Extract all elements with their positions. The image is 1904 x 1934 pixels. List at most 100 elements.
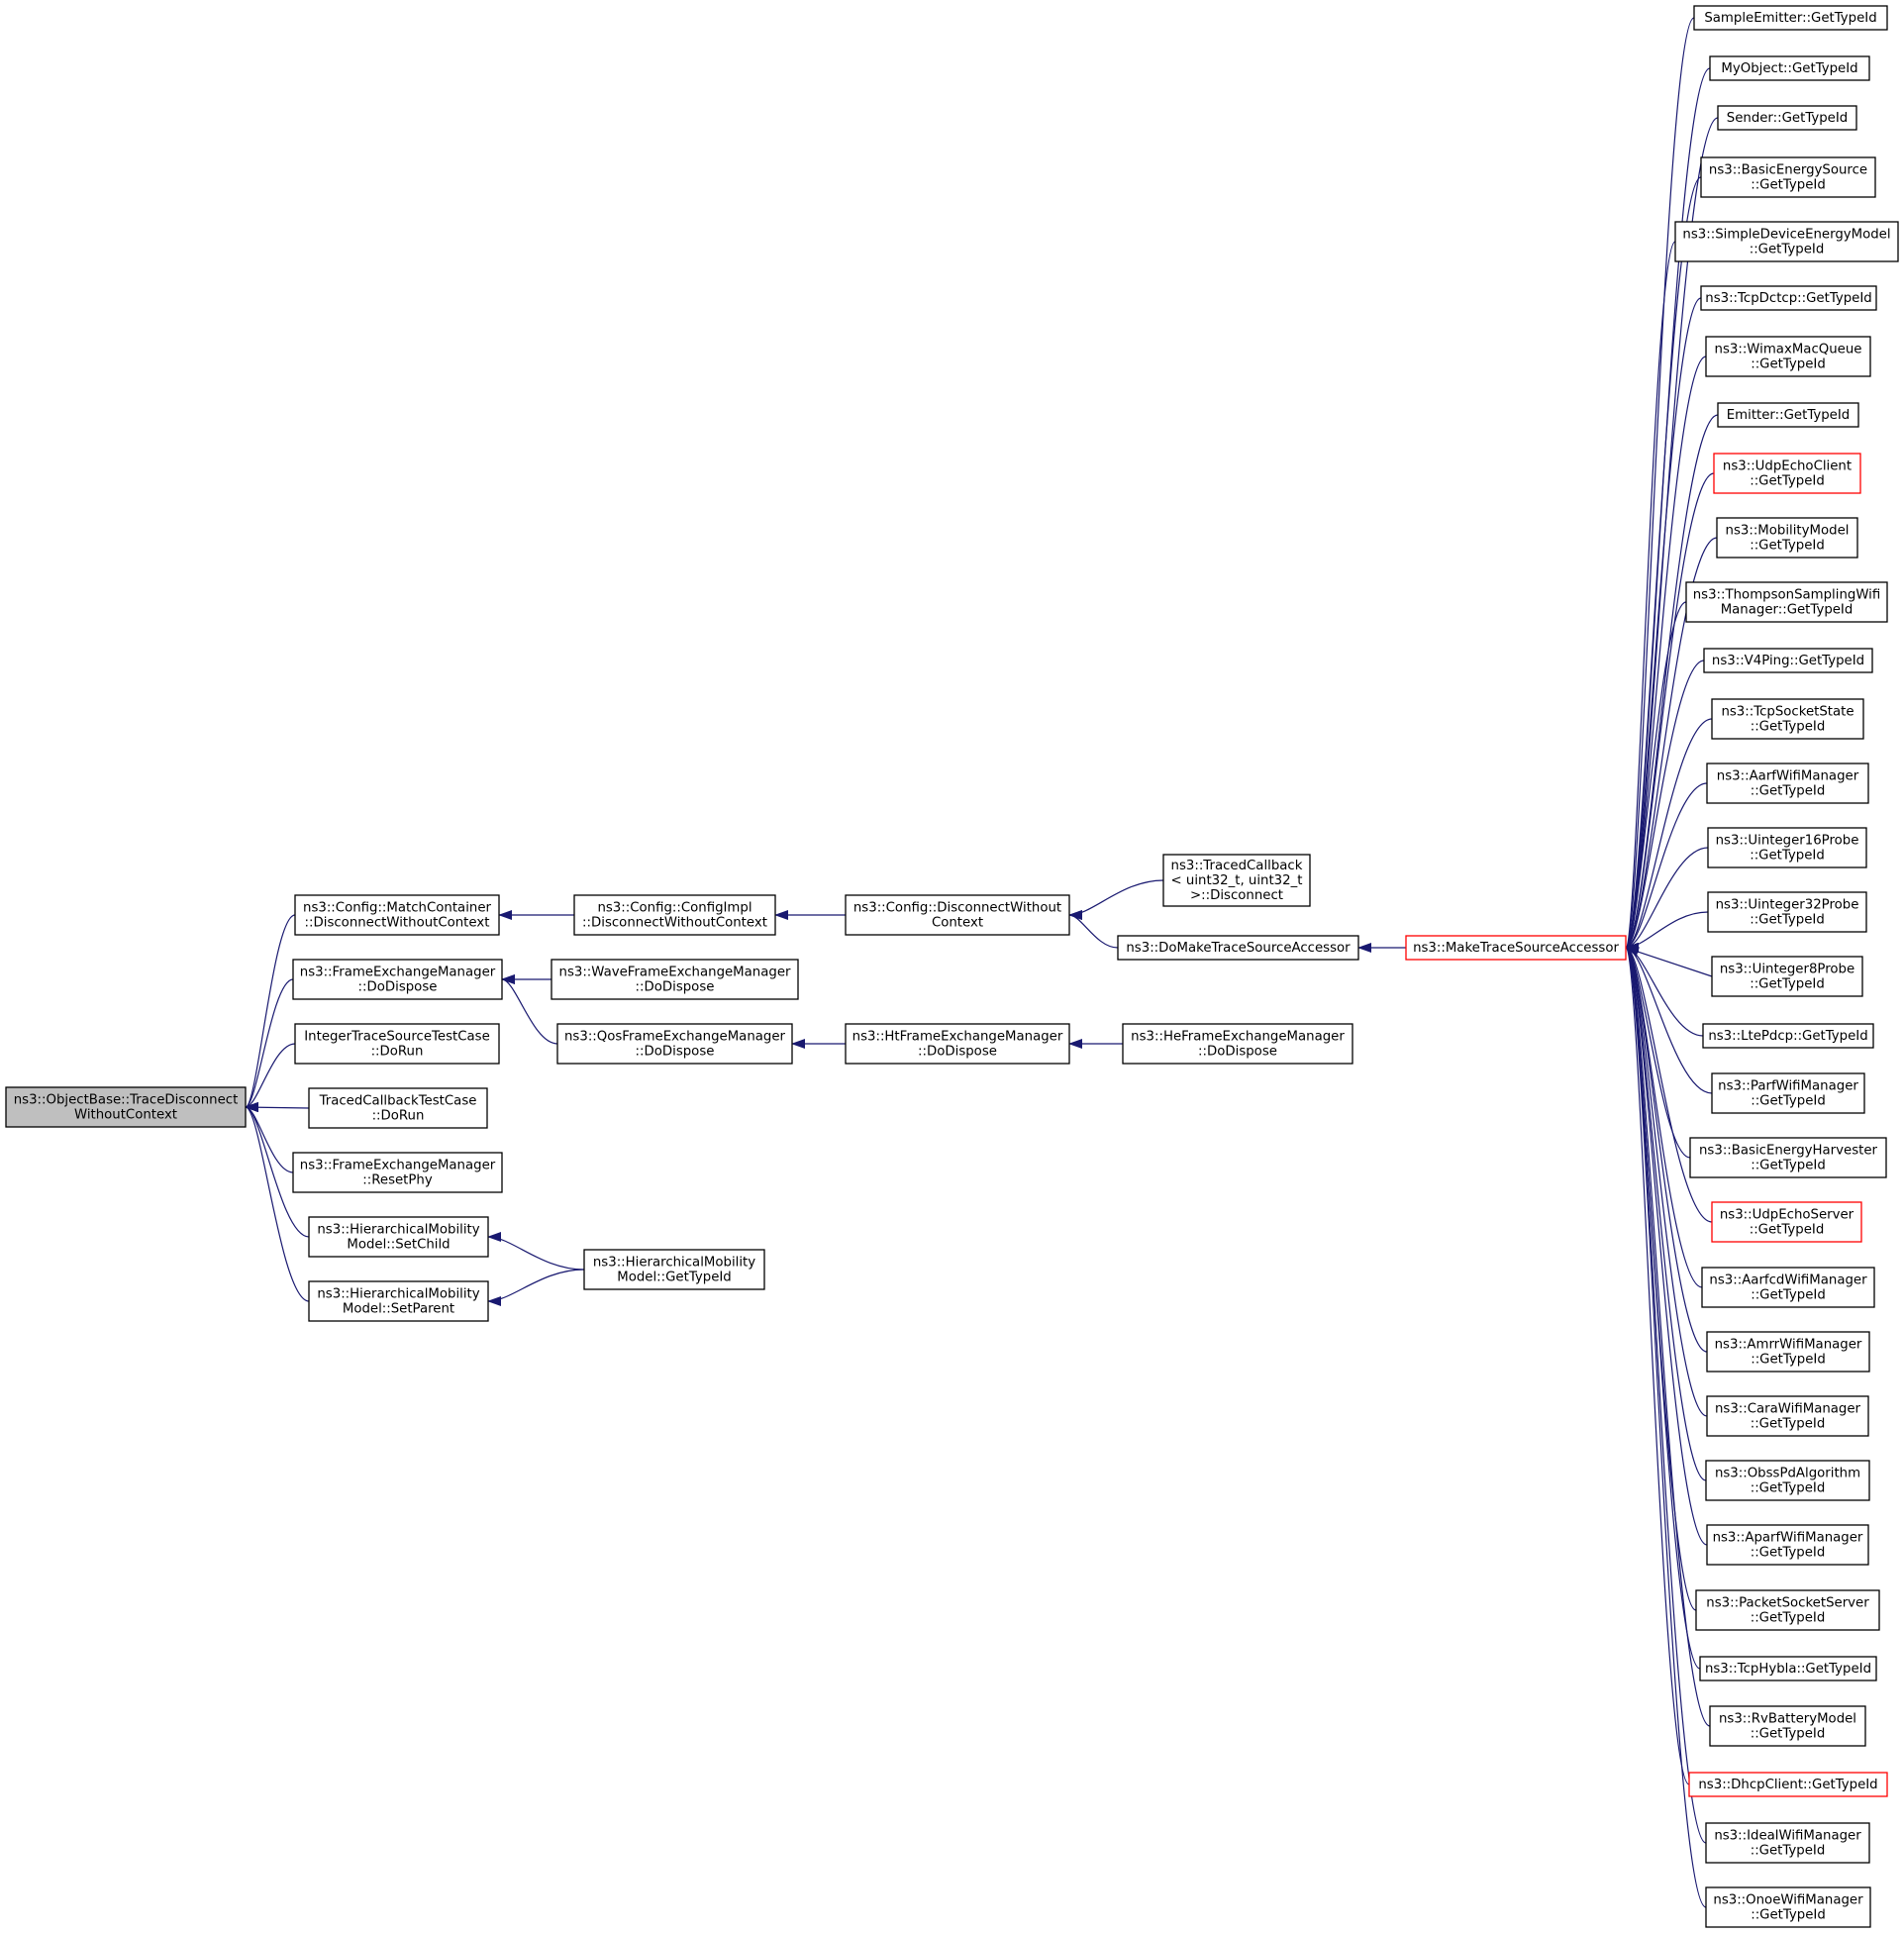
node-box	[1706, 763, 1869, 804]
node-r13[interactable]: ns3::AarfWifiManager::GetTypeId	[1706, 763, 1869, 804]
node-hm_gettypeid[interactable]: ns3::HierarchicalMobilityModel::GetTypeI…	[583, 1249, 765, 1290]
node-tracedcallback[interactable]: ns3::TracedCallback< uint32_t, uint32_t>…	[1162, 854, 1311, 907]
node-label-line: ns3::Config::DisconnectWithout	[853, 901, 1061, 916]
node-r14[interactable]: ns3::Uinteger16Probe::GetTypeId	[1707, 827, 1867, 868]
edge-hm_setchild-to-root	[245, 1102, 310, 1238]
node-label-line: ns3::TcpDctcp::GetTypeId	[1705, 291, 1871, 306]
node-box	[1689, 1137, 1887, 1178]
node-label-line: ::GetTypeId	[1751, 1159, 1826, 1173]
node-r26[interactable]: ns3::PacketSocketServer::GetTypeId	[1695, 1589, 1880, 1631]
node-label-line: ::GetTypeId	[1750, 539, 1825, 554]
node-label-line: ::GetTypeId	[1750, 474, 1825, 489]
node-r25[interactable]: ns3::AparfWifiManager::GetTypeId	[1706, 1524, 1869, 1566]
edge-r12-to-make	[1625, 718, 1713, 953]
node-r27[interactable]: ns3::TcpHybla::GetTypeId	[1699, 1656, 1877, 1681]
node-matchcontainer[interactable]: ns3::Config::MatchContainer::DisconnectW…	[294, 894, 500, 936]
node-make[interactable]: ns3::MakeTraceSourceAccessor	[1405, 935, 1627, 961]
node-r7[interactable]: Emitter::GetTypeId	[1717, 402, 1859, 428]
node-r31[interactable]: ns3::OnoeWifiManager::GetTypeId	[1705, 1886, 1871, 1928]
node-qosfem[interactable]: ns3::QosFrameExchangeManager::DoDispose	[556, 1023, 793, 1065]
node-box	[1702, 1023, 1874, 1049]
node-label-line: ns3::ParfWifiManager	[1718, 1079, 1858, 1094]
node-r11[interactable]: ns3::V4Ping::GetTypeId	[1703, 648, 1873, 673]
node-label-line: ::DoDispose	[636, 1045, 715, 1060]
node-r28[interactable]: ns3::RvBatteryModel::GetTypeId	[1709, 1705, 1866, 1747]
node-box	[1709, 1705, 1866, 1747]
node-r8[interactable]: ns3::UdpEchoClient::GetTypeId	[1713, 453, 1861, 494]
node-label-line: IntegerTraceSourceTestCase	[304, 1030, 490, 1045]
node-label-line: ns3::SimpleDeviceEnergyModel	[1682, 228, 1890, 243]
node-box	[551, 959, 799, 1000]
node-box	[308, 1280, 489, 1322]
node-fem_dodispose[interactable]: ns3::FrameExchangeManager::DoDispose	[292, 959, 503, 1000]
node-r23[interactable]: ns3::CaraWifiManager::GetTypeId	[1706, 1395, 1869, 1437]
node-fem_resetphy[interactable]: ns3::FrameExchangeManager::ResetPhy	[292, 1152, 503, 1193]
node-root[interactable]: ns3::ObjectBase::TraceDisconnectWithoutC…	[5, 1086, 247, 1128]
node-domake[interactable]: ns3::DoMakeTraceSourceAccessor	[1117, 935, 1359, 961]
node-hm_setparent[interactable]: ns3::HierarchicalMobilityModel::SetParen…	[308, 1280, 489, 1322]
node-label-line: ::DisconnectWithoutContext	[582, 916, 767, 931]
node-box	[573, 894, 776, 936]
node-r4[interactable]: ns3::SimpleDeviceEnergyModel::GetTypeId	[1674, 221, 1899, 262]
node-box	[1705, 1460, 1870, 1501]
node-r0[interactable]: SampleEmitter::GetTypeId	[1693, 5, 1888, 31]
node-label-line: >::Disconnect	[1190, 888, 1283, 903]
node-box	[845, 1023, 1070, 1065]
node-label-line: ns3::Uinteger8Probe	[1720, 963, 1854, 977]
node-r19[interactable]: ns3::BasicEnergyHarvester::GetTypeId	[1689, 1137, 1887, 1178]
node-r18[interactable]: ns3::ParfWifiManager::GetTypeId	[1711, 1072, 1865, 1114]
node-box	[1122, 1023, 1353, 1065]
node-box	[1705, 1886, 1871, 1928]
node-integertrace[interactable]: IntegerTraceSourceTestCase::DoRun	[294, 1023, 500, 1065]
node-label-line: ns3::FrameExchangeManager	[300, 1159, 496, 1173]
node-r10[interactable]: ns3::ThompsonSamplingWifiManager::GetTyp…	[1685, 581, 1888, 623]
node-r24[interactable]: ns3::ObssPdAlgorithm::GetTypeId	[1705, 1460, 1870, 1501]
node-configimpl[interactable]: ns3::Config::ConfigImpl::DisconnectWitho…	[573, 894, 776, 936]
edge-r3-to-make	[1625, 176, 1702, 953]
node-box	[308, 1216, 489, 1258]
node-layer: ns3::ObjectBase::TraceDisconnectWithoutC…	[5, 5, 1899, 1928]
node-r30[interactable]: ns3::IdealWifiManager::GetTypeId	[1705, 1822, 1870, 1864]
node-r2[interactable]: Sender::GetTypeId	[1717, 105, 1857, 131]
node-label-line: ::GetTypeId	[1751, 1908, 1826, 1923]
node-label-line: ns3::Uinteger16Probe	[1716, 834, 1859, 849]
node-label-line: WithoutContext	[74, 1108, 177, 1123]
node-r9[interactable]: ns3::MobilityModel::GetTypeId	[1716, 517, 1858, 559]
node-r22[interactable]: ns3::AmrrWifiManager::GetTypeId	[1706, 1331, 1870, 1373]
node-r5[interactable]: ns3::TcpDctcp::GetTypeId	[1700, 285, 1877, 311]
edge-qosfem-to-fem_dodispose	[501, 974, 558, 1045]
node-r29[interactable]: ns3::DhcpClient::GetTypeId	[1688, 1772, 1888, 1797]
node-label-line: ns3::BasicEnergyHarvester	[1699, 1144, 1878, 1159]
node-wavefem[interactable]: ns3::WaveFrameExchangeManager::DoDispose	[551, 959, 799, 1000]
node-label-line: ::GetTypeId	[1751, 178, 1826, 193]
node-r6[interactable]: ns3::WimaxMacQueue::GetTypeId	[1705, 336, 1871, 377]
node-r15[interactable]: ns3::Uinteger32Probe::GetTypeId	[1707, 891, 1867, 933]
node-label-line: ::GetTypeId	[1750, 977, 1825, 992]
node-r20[interactable]: ns3::UdpEchoServer::GetTypeId	[1711, 1201, 1862, 1243]
node-tracedcbtest[interactable]: TracedCallbackTestCase::DoRun	[308, 1087, 488, 1129]
edge-r29-to-make	[1625, 943, 1690, 1785]
node-config_disconnect[interactable]: ns3::Config::DisconnectWithoutContext	[845, 894, 1070, 936]
node-hefem[interactable]: ns3::HeFrameExchangeManager::DoDispose	[1122, 1023, 1353, 1065]
node-label-line: ::GetTypeId	[1751, 357, 1826, 372]
node-r17[interactable]: ns3::LtePdcp::GetTypeId	[1702, 1023, 1874, 1049]
node-box	[1717, 402, 1859, 428]
node-label-line: ns3::HierarchicalMobility	[593, 1256, 755, 1271]
node-box	[1711, 1072, 1865, 1114]
node-label-line: ::GetTypeId	[1751, 1417, 1826, 1432]
node-label-line: ::DoRun	[372, 1109, 425, 1124]
node-box	[1700, 285, 1877, 311]
node-r21[interactable]: ns3::AarfcdWifiManager::GetTypeId	[1701, 1267, 1875, 1308]
node-r3[interactable]: ns3::BasicEnergySource::GetTypeId	[1700, 156, 1876, 198]
node-label-line: ns3::MakeTraceSourceAccessor	[1413, 941, 1619, 956]
node-htfem[interactable]: ns3::HtFrameExchangeManager::DoDispose	[845, 1023, 1070, 1065]
node-box	[1717, 105, 1857, 131]
node-label-line: ::GetTypeId	[1750, 1223, 1825, 1238]
node-box	[1700, 156, 1876, 198]
node-r16[interactable]: ns3::Uinteger8Probe::GetTypeId	[1711, 956, 1863, 997]
node-label-line: Model::SetParent	[343, 1302, 454, 1317]
node-label-line: ns3::OnoeWifiManager	[1713, 1893, 1863, 1908]
node-r12[interactable]: ns3::TcpSocketState::GetTypeId	[1711, 698, 1864, 740]
node-r1[interactable]: MyObject::GetTypeId	[1709, 55, 1870, 81]
